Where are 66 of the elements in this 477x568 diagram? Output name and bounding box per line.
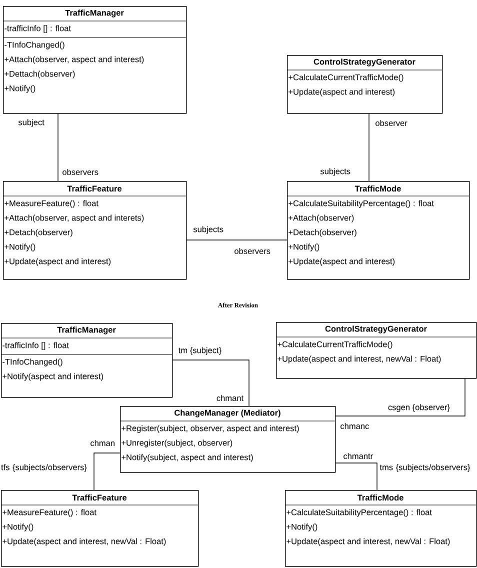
method-text: -TInfoChanged() [4, 42, 64, 50]
role-label: chmanc [340, 422, 369, 430]
class-name: ControlStrategyGenerator [325, 326, 427, 334]
method-text: +Update(aspect and interest, newVal : Float) [2, 538, 166, 546]
method-text: +Attach(observer, aspect and interest) [4, 56, 144, 64]
role-label: observers [234, 248, 270, 254]
method-text: -TInfoChanged() [2, 358, 62, 366]
association-line [368, 113, 370, 182]
role-label: tms {subjects/observers} [380, 464, 470, 472]
class-box [2, 181, 187, 280]
method-text: +Update(aspect and interest) [288, 88, 395, 96]
association-line [94, 452, 120, 490]
class-name: TrafficFeature [72, 494, 127, 501]
method-text: +Notify(subject, aspect and interest) [122, 454, 253, 462]
association-line [172, 360, 250, 406]
role-label: subjects [193, 226, 224, 234]
class-box [284, 490, 477, 567]
method-text: +Unregister(subject, observer) [122, 440, 232, 448]
method-text: +MeasureFeature() : float [4, 200, 98, 208]
role-label: tm {subject} [178, 347, 222, 355]
method-text: +Notify() [2, 524, 34, 532]
method-text: +Update(aspect and interest) [288, 258, 395, 266]
method-text: +Notify() [286, 524, 318, 532]
class-name: TrafficManager [57, 326, 116, 334]
role-label: tfs {subjects/observers} [1, 464, 87, 472]
attribute-text: -trafficInfo [] : float [4, 25, 71, 33]
method-text: +Attach(observer, aspect and interets) [4, 214, 144, 222]
method-text: +Register(subject, observer, aspect and interest) [122, 425, 299, 433]
role-label: chman [90, 440, 114, 446]
class-box [0, 490, 199, 567]
method-text: +CalculateCurrentTrafficMode() [278, 341, 392, 349]
method-text: +CalculateCurrentTrafficMode() [288, 74, 404, 82]
class-box [2, 6, 187, 114]
class-name: TrafficManager [65, 10, 124, 18]
role-label: observer [376, 120, 408, 126]
class-name: ControlStrategyGenerator [314, 58, 416, 66]
association-line [335, 462, 378, 490]
method-text: +Attach(observer) [288, 214, 354, 222]
role-label: chmantr [344, 452, 373, 460]
method-text: +CalculateSuitabilityPercentage() : float [288, 200, 434, 208]
class-box [276, 322, 477, 379]
method-text: +Detach(observer) [288, 229, 356, 237]
class-box [120, 406, 336, 473]
role-label: csgen {observer} [388, 404, 450, 412]
attribute-text: -trafficInfo [] : float [2, 342, 69, 350]
role-label: observers [62, 168, 98, 176]
class-name: TrafficMode [354, 185, 401, 192]
class-box [0, 323, 173, 398]
method-text: +Update(aspect and interest, newVal : Float) [286, 538, 450, 546]
class-name: TrafficMode [357, 494, 404, 501]
class-name: TrafficFeature [67, 185, 122, 192]
method-text: +Notify() [4, 85, 36, 93]
method-text: +Dettach(observer) [4, 70, 75, 78]
role-label: chmant [216, 394, 244, 402]
class-name: ChangeManager (Mediator) [174, 410, 280, 418]
class-box [286, 181, 470, 280]
method-text: +Notify() [4, 244, 36, 252]
class-box [286, 55, 443, 114]
method-text: +Update(aspect and interest) [4, 258, 111, 266]
method-text: +CalculateSuitabilityPercentage() : float [286, 509, 432, 517]
method-text: +Notify(aspect and interest) [2, 373, 103, 381]
method-text: +Detach(observer) [4, 229, 72, 237]
method-text: +MeasureFeature() : float [2, 509, 96, 517]
method-text: +Update(aspect and interest, newVal : Float) [278, 356, 441, 364]
method-text: +Notify() [288, 244, 320, 252]
association-line [335, 378, 466, 416]
